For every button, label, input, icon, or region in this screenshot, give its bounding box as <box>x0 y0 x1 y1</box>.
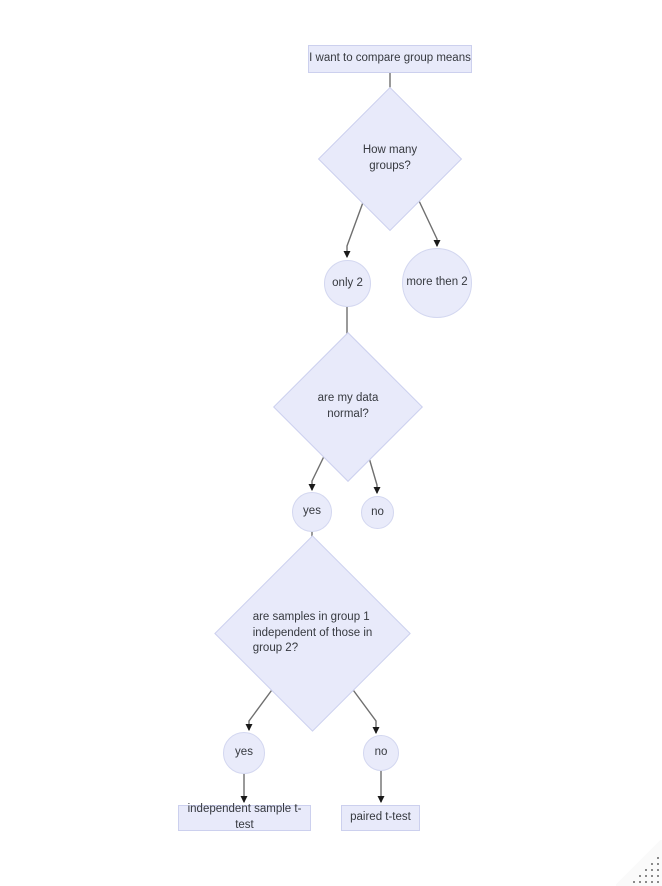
node-normal-no-label: no <box>371 505 384 518</box>
resize-grip[interactable] <box>616 840 662 886</box>
indep-line-2: independent of those in <box>252 626 373 639</box>
node-only-2[interactable]: only 2 <box>324 260 371 307</box>
node-paired-t-test-label: paired t-test <box>350 811 411 824</box>
node-indep-yes-label: yes <box>235 746 253 759</box>
resize-grip-wedge <box>616 840 662 886</box>
indep-line-3: group 2? <box>252 642 299 655</box>
node-how-many-groups-label: How many groups? <box>362 144 418 172</box>
node-normal-no[interactable]: no <box>361 496 394 529</box>
node-are-samples-independent[interactable]: are samples in group 1 independent of th… <box>214 535 411 732</box>
node-indep-yes[interactable]: yes <box>223 732 265 774</box>
node-normal-yes-label: yes <box>303 505 321 518</box>
indep-line-1: are samples in group 1 <box>252 611 370 624</box>
node-independent-sample-t-test-label: independent sample t-test <box>187 803 302 831</box>
node-start[interactable]: I want to compare group means <box>308 45 472 73</box>
node-start-label: I want to compare group means <box>309 52 471 65</box>
node-only-2-label: only 2 <box>332 276 363 289</box>
node-are-my-data-normal[interactable]: are my data normal? <box>273 332 423 482</box>
node-indep-no[interactable]: no <box>363 735 399 771</box>
node-are-samples-independent-label: are samples in group 1 independent of th… <box>249 610 377 657</box>
node-more-then-2[interactable]: more then 2 <box>402 248 472 318</box>
node-normal-yes[interactable]: yes <box>292 492 332 532</box>
node-paired-t-test[interactable]: paired t-test <box>341 805 420 831</box>
node-how-many-groups[interactable]: How many groups? <box>317 86 463 232</box>
node-independent-sample-t-test[interactable]: independent sample t-test <box>178 803 311 831</box>
node-more-then-2-label: more then 2 <box>406 276 468 289</box>
node-indep-no-label: no <box>374 746 388 759</box>
node-are-my-data-normal-label: are my data normal? <box>317 392 379 420</box>
